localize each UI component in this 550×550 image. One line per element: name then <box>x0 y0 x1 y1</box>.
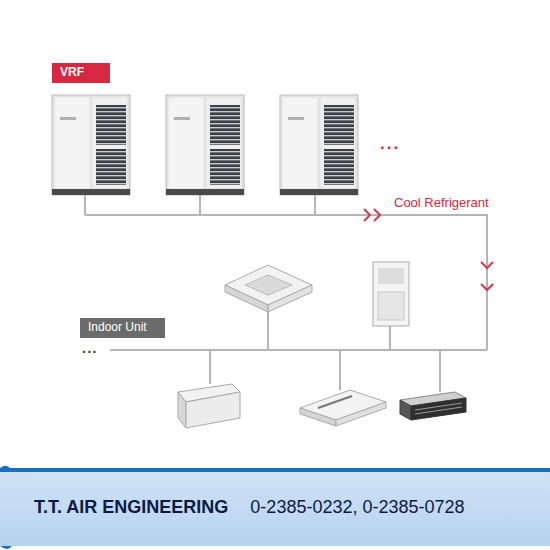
flow-label: Cool Refrigerant <box>392 195 491 210</box>
company-band: T.T. AIR ENGINEERING 0-2385-0232, 0-2385-… <box>0 468 550 546</box>
more-units-ellipsis: ... <box>378 134 402 154</box>
section-tag: Indoor Unit <box>80 318 165 338</box>
tag-text: Indoor Unit <box>88 321 157 335</box>
unit-type-tag: VRF <box>52 63 110 83</box>
tag-text: VRF <box>60 66 102 80</box>
company-name: T.T. AIR ENGINEERING <box>34 497 228 518</box>
more-units-ellipsis: ... <box>80 339 100 356</box>
phone-numbers: 0-2385-0232, 0-2385-0728 <box>250 497 464 518</box>
